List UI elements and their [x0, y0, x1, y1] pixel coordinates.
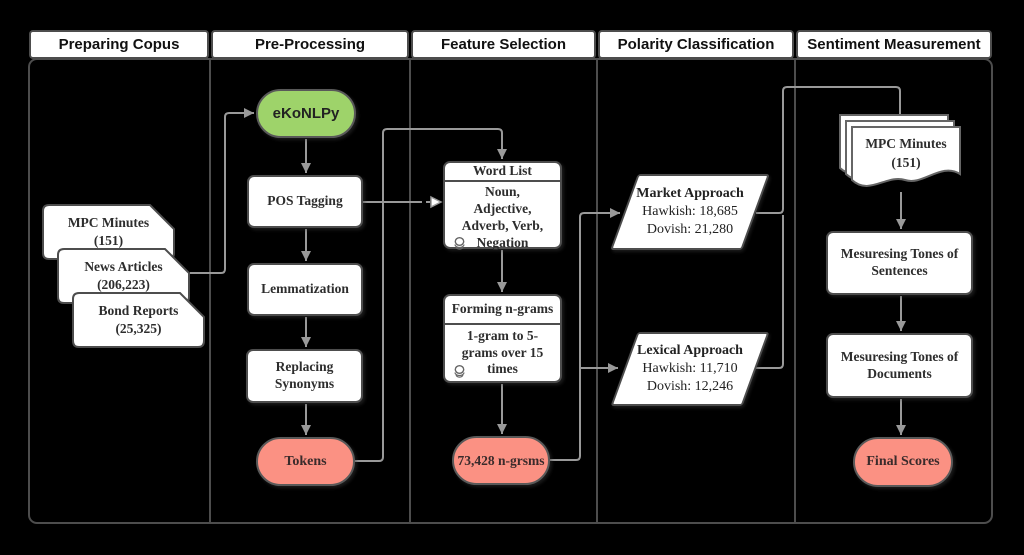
node-replacing-synonyms: Replacing Synonyms — [246, 349, 363, 403]
lane-header-label: Polarity Classification — [617, 36, 775, 53]
lane-header-label: Feature Selection — [440, 36, 567, 53]
lane-header-preparing-corpus: Preparing Copus — [29, 30, 209, 59]
node-label: Mesuresing Tones of Sentences — [840, 246, 959, 278]
doc-title: MPC Minutes — [865, 136, 947, 152]
doc-count: (151) — [891, 155, 921, 170]
card-count: (25,325) — [115, 321, 162, 336]
lane-header-label: Sentiment Measurement — [807, 36, 981, 53]
node-label: Mesuresing Tones of Documents — [840, 348, 959, 381]
node-title: Market Approach — [636, 185, 744, 201]
coil-icon — [454, 365, 465, 378]
card-count: (206,223) — [97, 277, 150, 292]
node-forming-ngrams: Forming n-grams 1-gram to 5-grams over 1… — [443, 294, 562, 383]
node-measuring-tones-sentences: Mesuresing Tones of Sentences — [826, 231, 973, 295]
card-bond-reports: Bond Reports (25,325) — [72, 292, 205, 348]
node-pos-tagging: POS Tagging — [247, 175, 363, 228]
node-label: eKoNLPy — [272, 105, 340, 122]
node-label: Tokens — [284, 453, 327, 469]
node-label: Final Scores — [866, 454, 940, 469]
node-label: 73,428 n-grsms — [457, 452, 545, 468]
lane-header-feature-selection: Feature Selection — [411, 30, 596, 59]
node-mpc-minutes-documents: MPC Minutes (151) — [851, 130, 961, 178]
node-title: Lexical Approach — [637, 342, 743, 358]
dovish-count: Dovish: 12,246 — [646, 379, 734, 395]
node-ngrams-output: 73,428 n-grsms — [452, 436, 550, 485]
lane-header-label: Preparing Copus — [58, 36, 180, 53]
node-measuring-tones-documents: Mesuresing Tones of Documents — [826, 333, 973, 398]
node-label: Replacing Synonyms — [274, 359, 335, 391]
hawkish-count: Hawkish: 11,710 — [642, 360, 738, 376]
lane-header-label: Pre-Processing — [254, 36, 366, 53]
coil-icon — [454, 237, 465, 251]
node-label: POS Tagging — [267, 193, 343, 209]
node-tokens: Tokens — [256, 437, 355, 486]
node-word-list: Word List Noun, Adjective, Adverb, Verb,… — [443, 161, 562, 251]
node-title: Forming n-grams — [451, 301, 554, 317]
node-label: Lemmatization — [261, 281, 349, 297]
node-body-text: 1-gram to 5-grams over 15 times — [461, 327, 544, 377]
lane-header-pre-processing: Pre-Processing — [211, 30, 409, 59]
card-title: MPC Minutes — [67, 214, 150, 230]
lane-header-polarity-classification: Polarity Classification — [598, 30, 794, 59]
card-title: Bond Reports — [98, 302, 179, 318]
card-news-articles: News Articles (206,223) — [57, 248, 190, 304]
card-title: News Articles — [84, 258, 163, 274]
node-lexical-approach: Lexical Approach Hawkish: 11,710 Dovish:… — [610, 332, 770, 406]
lane-header-sentiment-measurement: Sentiment Measurement — [796, 30, 992, 59]
dovish-count: Dovish: 21,280 — [646, 222, 734, 238]
node-title: Word List — [473, 163, 532, 178]
node-body-text: Noun, Adjective, Adverb, Verb, Negation — [461, 183, 544, 250]
node-lemmatization: Lemmatization — [247, 263, 363, 316]
card-mpc-minutes: MPC Minutes (151) — [42, 204, 175, 260]
hollow-arrowhead — [430, 195, 443, 209]
document-front-layer — [851, 126, 961, 187]
card-count: (151) — [93, 233, 124, 248]
hawkish-count: Hawkish: 18,685 — [642, 203, 738, 219]
node-market-approach: Market Approach Hawkish: 18,685 Dovish: … — [610, 174, 770, 250]
node-final-scores: Final Scores — [853, 437, 953, 487]
node-ekonlpy: eKoNLPy — [256, 89, 356, 138]
